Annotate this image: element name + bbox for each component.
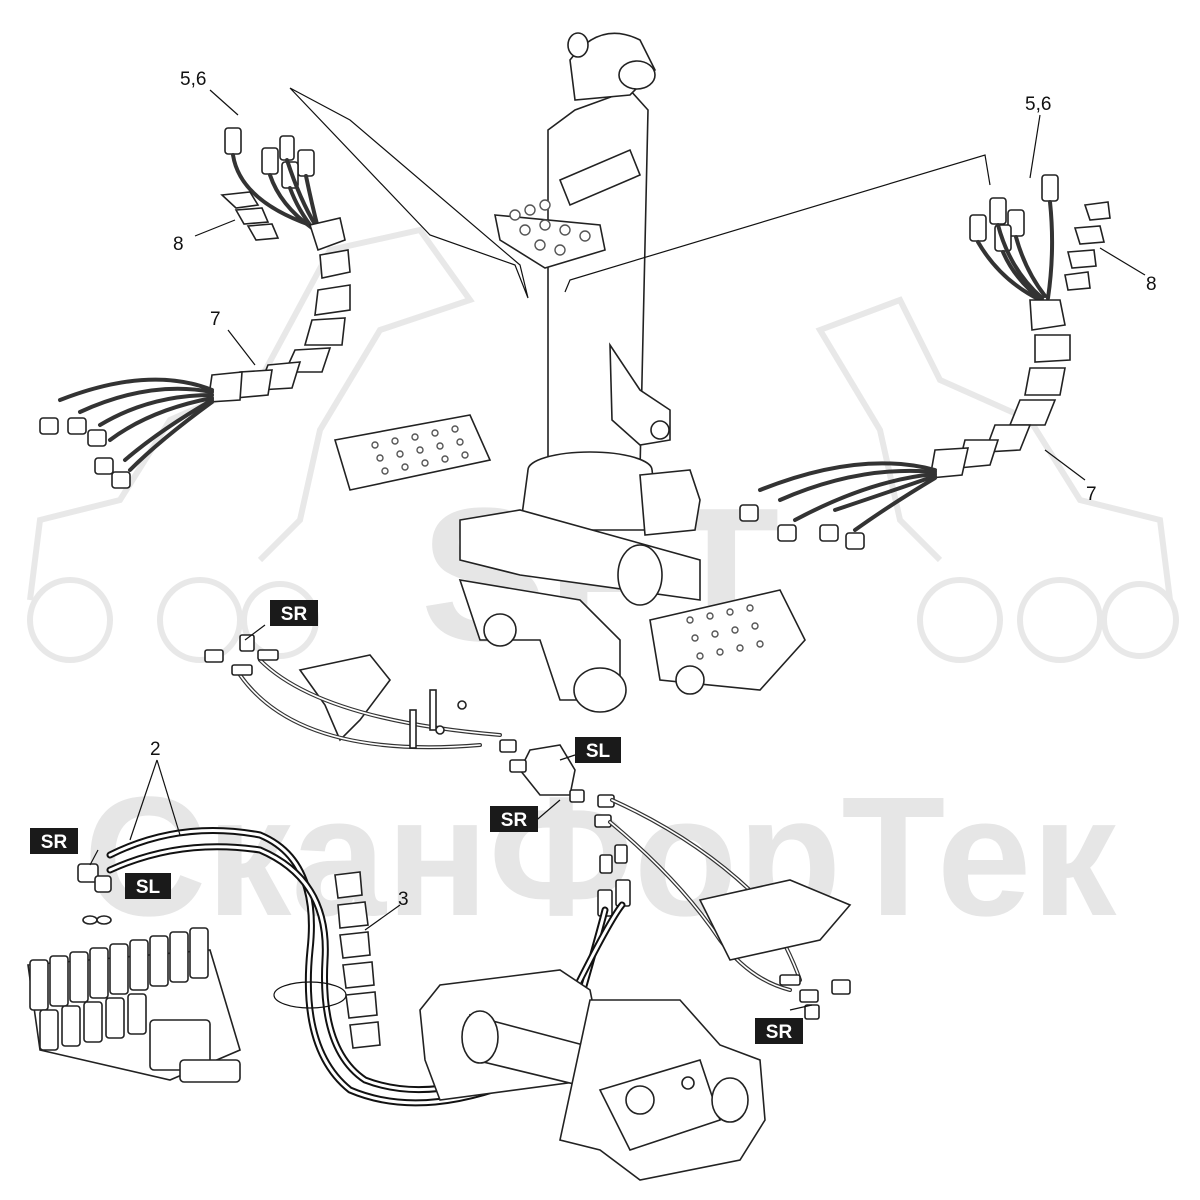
spiral-wrap-3	[334, 871, 381, 1049]
svg-text:SL: SL	[586, 741, 611, 762]
svg-text:SR: SR	[281, 604, 308, 625]
callout-5-6-right: 5,6	[1025, 94, 1051, 115]
tag-sl-left: SL	[125, 873, 171, 899]
callout-7-left: 7	[210, 309, 221, 330]
tag-sr-bottom: SR	[755, 1018, 803, 1044]
tag-sr-left: SR	[30, 828, 78, 854]
side-tags: SR SL SR SR SL SR	[30, 600, 803, 1044]
callout-3: 3	[398, 889, 409, 910]
hose-bundle-upper-right	[739, 174, 1111, 550]
lower-pivot-assembly	[419, 969, 766, 1181]
callout-8-right: 8	[1146, 274, 1157, 295]
callout-5-6-left: 5,6	[180, 69, 206, 90]
callout-7-right: 7	[1086, 484, 1097, 505]
middle-hose-routing	[204, 634, 852, 1020]
callout-8-left: 8	[173, 234, 184, 255]
watermark-machine-right	[815, 296, 1179, 663]
svg-text:SR: SR	[501, 810, 528, 831]
svg-text:SR: SR	[766, 1022, 793, 1043]
left-step-platform	[333, 414, 492, 491]
tag-sr-middle: SR	[490, 806, 538, 832]
callout-2: 2	[150, 739, 161, 760]
right-step-platform	[649, 589, 806, 691]
hose-bundle-upper-left	[39, 127, 351, 489]
tag-sl-middle: SL	[575, 737, 621, 763]
callout-leaders	[89, 89, 1146, 1011]
callouts: 5,6 8 7 5,6 8 7 2 3	[150, 69, 1157, 910]
svg-text:SR: SR	[41, 832, 68, 853]
detail-leader-lines	[289, 87, 991, 299]
tag-sr-top: SR	[270, 600, 318, 626]
control-valve-bank	[27, 927, 241, 1083]
boom-assembly	[333, 32, 806, 713]
svg-text:SL: SL	[136, 877, 161, 898]
